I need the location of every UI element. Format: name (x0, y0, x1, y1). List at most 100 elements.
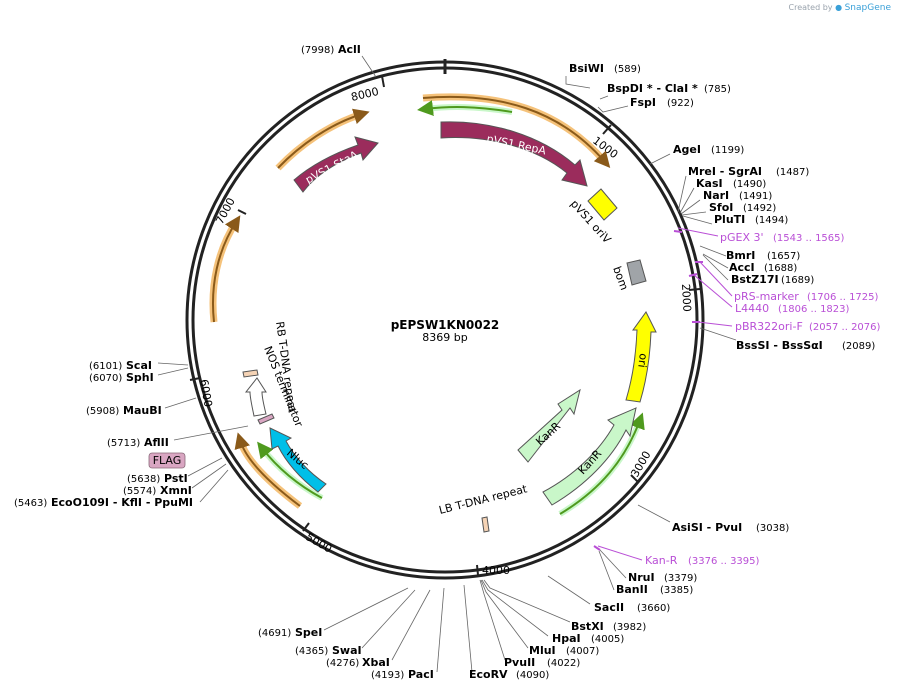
primer-leader-lines (597, 227, 733, 561)
svg-text:(4193): (4193) (371, 670, 404, 681)
svg-text:ori: ori (635, 353, 650, 369)
svg-text:EcoO109I - KflI - PpuMI: EcoO109I - KflI - PpuMI (51, 496, 193, 509)
site-ecoo109i-kfli-ppumi[interactable]: (5463) EcoO109I - KflI - PpuMI (14, 496, 193, 509)
primer-pbr322ori-f[interactable]: pBR322ori-F (2057 .. 2076) (735, 320, 881, 333)
svg-text:(1491): (1491) (739, 191, 772, 202)
site-asisi-pvui[interactable]: AsiSI - PvuI (3038) (672, 521, 789, 534)
svg-text:(1487): (1487) (776, 167, 809, 178)
tick-2000: 2000 (679, 283, 701, 312)
svg-text:5000: 5000 (304, 530, 335, 555)
svg-text:(785): (785) (704, 84, 731, 95)
feature-kanr-1[interactable]: KanR (517, 388, 581, 463)
site-acli[interactable]: (7998) AclI (301, 43, 361, 56)
feature-pvs1-repa[interactable]: pVS1 RepA (440, 121, 588, 187)
site-bsiwi[interactable]: BsiWI (589) (569, 62, 641, 75)
feature-nos-terminator[interactable]: NOS terminator (244, 344, 306, 429)
site-spei[interactable]: (4691) SpeI (258, 626, 322, 639)
svg-text:PluTI: PluTI (714, 213, 745, 226)
svg-text:EcoRV: EcoRV (469, 668, 508, 681)
svg-text:(4691): (4691) (258, 628, 291, 639)
svg-text:(5463): (5463) (14, 498, 47, 509)
site-bspdi-clai[interactable]: BspDI * - ClaI * (785) (607, 82, 731, 95)
svg-text:4000: 4000 (482, 564, 510, 577)
site-banii[interactable]: BanII (3385) (616, 583, 693, 596)
feature-lb-tdna-repeat[interactable]: LB T-DNA repeat (438, 482, 530, 533)
svg-text:pBR322ori-F: pBR322ori-F (735, 320, 803, 333)
feature-pvs1-oriv[interactable]: pVS1 oriV (568, 188, 618, 246)
feature-bom[interactable]: bom (610, 259, 647, 292)
svg-text:(5638): (5638) (127, 474, 160, 485)
svg-text:BanII: BanII (616, 583, 648, 596)
site-scai[interactable]: (6101) ScaI (89, 359, 152, 372)
site-kasi[interactable]: KasI (1490) (696, 177, 766, 190)
site-mrei-sgrai[interactable]: MreI - SgrAI (1487) (688, 165, 809, 178)
svg-text:(3982): (3982) (613, 622, 646, 633)
svg-text:BspDI * - ClaI *: BspDI * - ClaI * (607, 82, 698, 95)
svg-text:(4022): (4022) (547, 658, 580, 669)
tick-8000: 8000 (350, 75, 385, 104)
svg-text:PvuII: PvuII (504, 656, 535, 669)
site-aflii[interactable]: (5713) AflII (107, 436, 169, 449)
primer-prs-marker[interactable]: pRS-marker (1706 .. 1725) (734, 290, 879, 303)
svg-text:HpaI: HpaI (552, 632, 581, 645)
svg-text:(3038): (3038) (756, 523, 789, 534)
primer-pgex-3[interactable]: pGEX 3' (1543 .. 1565) (720, 231, 845, 244)
svg-text:PstI: PstI (164, 472, 188, 485)
svg-text:BmrI: BmrI (726, 249, 755, 262)
svg-text:ScaI: ScaI (126, 359, 152, 372)
site-ecorv[interactable]: EcoRV (4090) (469, 668, 549, 681)
site-sacii[interactable]: SacII (3660) (594, 601, 670, 614)
site-flag-label[interactable]: FLAG (148, 452, 186, 469)
site-nari[interactable]: NarI (1491) (703, 189, 772, 202)
svg-text:(1657): (1657) (767, 251, 800, 262)
feature-flag-marker[interactable] (257, 413, 275, 425)
svg-text:KasI: KasI (696, 177, 723, 190)
site-pvuii[interactable]: PvuII (4022) (504, 656, 580, 669)
site-pluti[interactable]: PluTI (1494) (714, 213, 788, 226)
site-bstxi[interactable]: BstXI (3982) (571, 620, 646, 633)
svg-text:SwaI: SwaI (332, 644, 362, 657)
site-agei[interactable]: AgeI (1199) (673, 143, 744, 156)
site-psti[interactable]: (5638) PstI (127, 472, 188, 485)
site-xbai[interactable]: (4276) XbaI (326, 656, 390, 669)
site-xmni[interactable]: (5574) XmnI (123, 484, 192, 497)
svg-text:NruI: NruI (628, 571, 655, 584)
svg-text:FspI: FspI (630, 96, 656, 109)
feature-ori[interactable]: ori (625, 311, 657, 403)
svg-text:MreI - SgrAI: MreI - SgrAI (688, 165, 762, 178)
svg-text:(589): (589) (614, 64, 641, 75)
svg-text:(1543 .. 1565): (1543 .. 1565) (773, 233, 845, 244)
svg-text:MauBI: MauBI (123, 404, 162, 417)
site-fspi[interactable]: FspI (922) (630, 96, 694, 109)
site-nrui[interactable]: NruI (3379) (628, 571, 697, 584)
snapgene-credit: Created by ● SnapGene (789, 3, 892, 13)
svg-text:L4440: L4440 (735, 302, 769, 315)
site-swai[interactable]: (4365) SwaI (295, 644, 362, 657)
svg-text:(1688): (1688) (764, 263, 797, 274)
site-sphi[interactable]: (6070) SphI (89, 371, 154, 384)
svg-text:XmnI: XmnI (160, 484, 192, 497)
site-bstz17i[interactable]: BstZ17I (1689) (731, 273, 814, 286)
site-mlui[interactable]: MluI (4007) (529, 644, 599, 657)
svg-text:(3376 .. 3395): (3376 .. 3395) (688, 556, 760, 567)
svg-text:(1689): (1689) (781, 275, 814, 286)
svg-text:BstZ17I: BstZ17I (731, 273, 779, 286)
site-maubi[interactable]: (5908) MauBI (86, 404, 162, 417)
primer-kan-r[interactable]: Kan-R (3376 .. 3395) (645, 554, 760, 567)
orf-arcs (209, 93, 645, 517)
site-acci[interactable]: AccI (1688) (729, 261, 797, 274)
site-hpai[interactable]: HpaI (4005) (552, 632, 624, 645)
site-bmri[interactable]: BmrI (1657) (726, 249, 800, 262)
plasmid-size: 8369 bp (422, 331, 467, 344)
site-sfoi[interactable]: SfoI (1492) (709, 201, 776, 214)
site-bsssi[interactable]: BssSI - BssSαI (2089) (736, 339, 875, 352)
svg-text:(6101): (6101) (89, 361, 122, 372)
svg-text:pRS-marker: pRS-marker (734, 290, 799, 303)
primer-l4440[interactable]: L4440 (1806 .. 1823) (735, 302, 850, 315)
svg-text:(1494): (1494) (755, 215, 788, 226)
site-leader-lines (157, 55, 737, 673)
svg-text:(1492): (1492) (743, 203, 776, 214)
svg-text:6000: 6000 (197, 378, 215, 408)
tick-6000: 6000 (189, 377, 215, 408)
site-paci[interactable]: (4193) PacI (371, 668, 434, 681)
